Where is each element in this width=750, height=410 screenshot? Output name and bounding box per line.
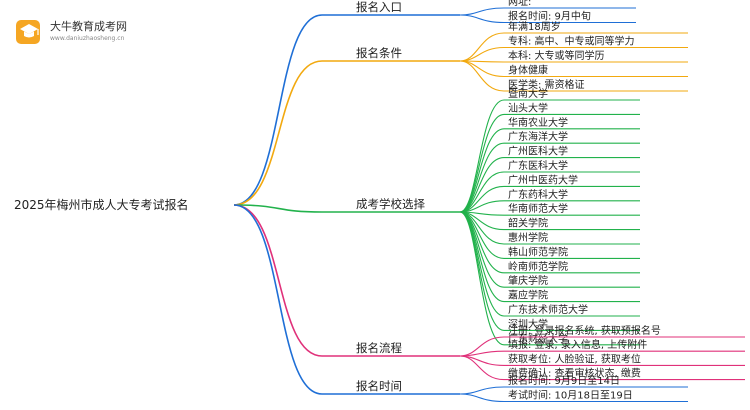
branch-schools: 成考学校选择 暨南大学汕头大学华南农业大学广东海洋大学广州医科大学广东医科大学广州… <box>233 87 640 346</box>
leaf-label: 岭南师范学院 <box>508 260 568 273</box>
logo-url: www.daniuzhaosheng.cn <box>50 35 125 42</box>
leaf-label: 广州中医药大学 <box>508 173 578 186</box>
leaf-connector <box>459 393 688 403</box>
leaf-label: 网址: <box>508 0 531 8</box>
logo-name: 大牛教育成考网 <box>50 20 127 33</box>
leaf-label: 广东财经大学 <box>508 332 568 345</box>
leaf-connector <box>459 60 688 78</box>
leaf-label: 肇庆学院 <box>508 274 548 287</box>
leaf-connector <box>459 211 640 245</box>
leaf-label: 广东技术师范大学 <box>508 303 588 316</box>
branch-label: 成考学校选择 <box>356 197 425 211</box>
leaf-label: 深圳大学 <box>508 317 548 330</box>
leaf-connector <box>459 157 640 213</box>
leaf-label: 韶关学院 <box>508 217 548 230</box>
branch-connector <box>233 60 460 206</box>
leaf-label: 注册: 登录报名系统, 获取预报名号 <box>508 324 661 337</box>
leaf-label: 韩山师范学院 <box>508 245 568 258</box>
leaf-connector <box>459 171 640 213</box>
branch-label: 报名条件 <box>356 46 402 60</box>
leaf-label: 年满18周岁 <box>508 20 561 33</box>
leaf-label: 报名时间: 9月9日至14日 <box>508 374 620 387</box>
leaf-label: 嘉应学院 <box>508 289 548 302</box>
leaf-label: 暨南大学 <box>508 87 548 100</box>
leaf-label: 华南农业大学 <box>508 116 568 129</box>
leaf-connector <box>459 142 640 213</box>
leaf-connector <box>459 211 640 346</box>
site-logo: 大牛教育成考网 www.daniuzhaosheng.cn <box>14 14 134 48</box>
leaf-label: 医学类: 需资格证 <box>508 78 585 91</box>
leaf-label: 华南师范大学 <box>508 202 568 215</box>
leaf-connector <box>459 113 640 213</box>
leaf-connector <box>459 128 640 213</box>
leaf-connector <box>459 355 745 381</box>
leaf-label: 本科: 大专或等同学历 <box>508 49 605 62</box>
branch-connector <box>233 204 460 395</box>
leaf-label: 广东医科大学 <box>508 159 568 172</box>
leaf-connector <box>459 60 688 92</box>
leaf-label: 身体健康 <box>508 64 548 77</box>
leaf-label: 广州医科大学 <box>508 145 568 158</box>
branch-connector <box>233 204 460 357</box>
root-topic: 2025年梅州市成人大专考试报名 <box>14 197 189 212</box>
leaf-label: 专科: 高中、中专或同等学力 <box>508 35 635 48</box>
graduation-cap-icon <box>16 20 40 44</box>
leaf-label: 填报: 登录, 录入信息, 上传附件 <box>508 338 647 351</box>
branch-label: 报名入口 <box>356 0 402 14</box>
branch-label: 报名流程 <box>356 341 402 355</box>
branch-connector <box>233 14 460 206</box>
leaf-connector <box>459 14 636 24</box>
leaf-label: 广东海洋大学 <box>508 130 568 143</box>
leaf-label: 缴费确认: 查看审核状态, 缴费 <box>508 367 641 380</box>
branch-connector <box>233 204 460 213</box>
leaf-label: 考试时间: 10月18日至19日 <box>508 389 633 402</box>
leaf-label: 广东药科大学 <box>508 188 568 201</box>
leaf-label: 汕头大学 <box>508 101 548 114</box>
branch-entry: 报名入口 网址: 报名时间: 9月中旬 <box>233 0 636 206</box>
leaf-label: 报名时间: 9月中旬 <box>508 10 591 23</box>
branch-label: 报名时间 <box>356 379 402 393</box>
leaf-label: 惠州学院 <box>508 231 548 244</box>
leaf-label: 获取考位: 人脸验证, 获取考位 <box>508 352 641 365</box>
